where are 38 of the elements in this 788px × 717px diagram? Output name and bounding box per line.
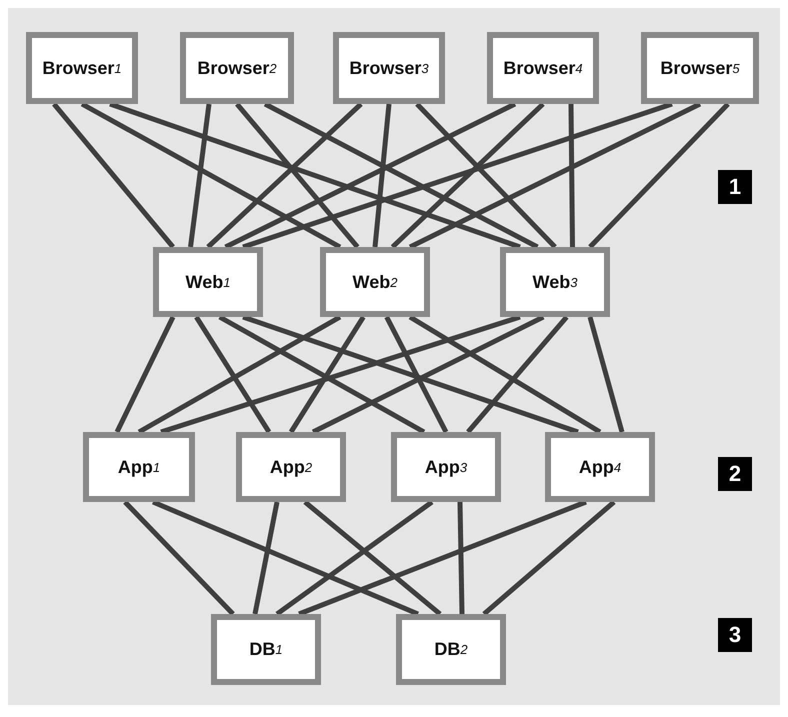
connector-line <box>160 314 521 434</box>
connector-line <box>123 500 235 616</box>
connector-line <box>466 315 569 434</box>
connector-line <box>242 314 579 434</box>
connector-line <box>235 102 360 249</box>
connector-line <box>588 316 624 433</box>
step-number: 3 <box>718 618 752 652</box>
step-number: 1 <box>718 170 752 204</box>
connector-line <box>276 500 434 616</box>
connector-line <box>252 502 280 614</box>
connector-line <box>264 102 539 250</box>
connector-line <box>568 104 575 248</box>
connector-line <box>206 102 363 249</box>
step-number: 2 <box>718 457 752 491</box>
connector-line <box>80 102 342 250</box>
connector-line <box>458 502 464 614</box>
connector-line <box>138 314 342 434</box>
connector-line <box>194 316 272 434</box>
connector-line <box>109 102 521 250</box>
connector-line <box>408 102 702 250</box>
connector-line <box>298 500 587 616</box>
connector-line <box>114 316 176 434</box>
connector-line <box>224 102 516 250</box>
connector-line <box>408 314 602 434</box>
connector-line <box>188 104 212 248</box>
connector-line <box>415 102 557 249</box>
connector-line <box>242 102 673 250</box>
connector-line <box>372 104 392 248</box>
connector-line <box>312 314 544 434</box>
connector-line <box>482 500 616 616</box>
connector-line <box>218 314 426 434</box>
connector-line <box>384 316 448 434</box>
connector-line <box>303 500 442 616</box>
connector-line <box>288 316 366 434</box>
connector-line <box>390 102 545 249</box>
connector-line <box>52 102 175 249</box>
connector-line <box>152 500 419 616</box>
connector-line <box>588 102 730 249</box>
